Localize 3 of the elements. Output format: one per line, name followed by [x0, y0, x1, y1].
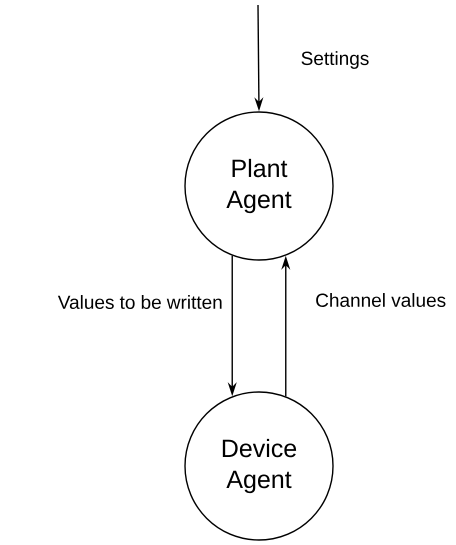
edge-label: Values to be written [58, 295, 222, 309]
edge-label: Settings [302, 51, 369, 69]
edge-label: Channel values [316, 293, 446, 307]
